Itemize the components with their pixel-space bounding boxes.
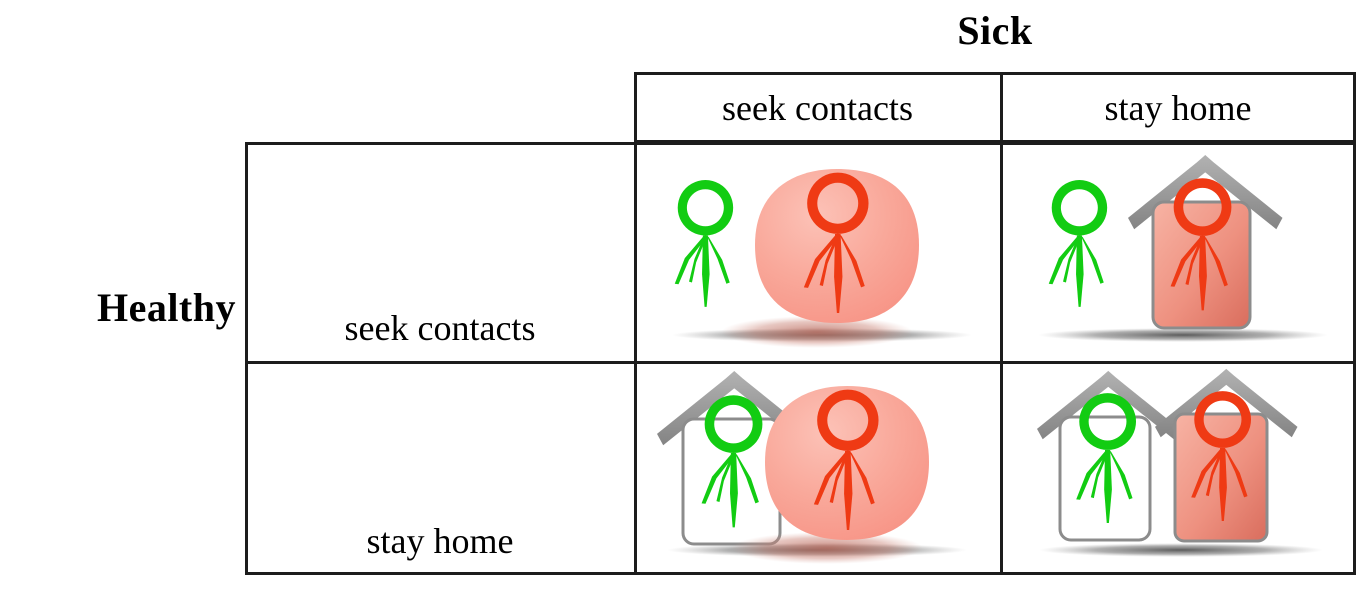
row-header-stay-home: stay home [366, 521, 514, 561]
column-header-stay-home: stay home [1104, 87, 1252, 128]
row-label-column-divider [634, 142, 637, 575]
ground-shadow [1039, 543, 1323, 557]
column-header-seek-contacts: seek contacts [722, 87, 913, 128]
column-group-title: Sick [957, 8, 1033, 53]
header-column-divider [1000, 72, 1003, 143]
cell-healthy-seek-sick-seek [637, 145, 999, 360]
row-group-title: Healthy [96, 285, 236, 330]
healthy-person-icon [1048, 180, 1108, 307]
cell-healthy-stay-sick-seek [637, 364, 999, 574]
column-header-frame [634, 72, 1356, 143]
body-row-divider [245, 361, 1356, 364]
ground-shadow [1038, 328, 1328, 342]
row-header-seek-contacts: seek contacts [344, 308, 536, 348]
healthy-person-icon [674, 180, 734, 307]
body-column-divider [1000, 142, 1003, 575]
cell-healthy-seek-sick-stay [1003, 145, 1355, 360]
cell-healthy-stay-sick-stay [1003, 364, 1355, 574]
matrix-body-frame [245, 142, 1356, 575]
